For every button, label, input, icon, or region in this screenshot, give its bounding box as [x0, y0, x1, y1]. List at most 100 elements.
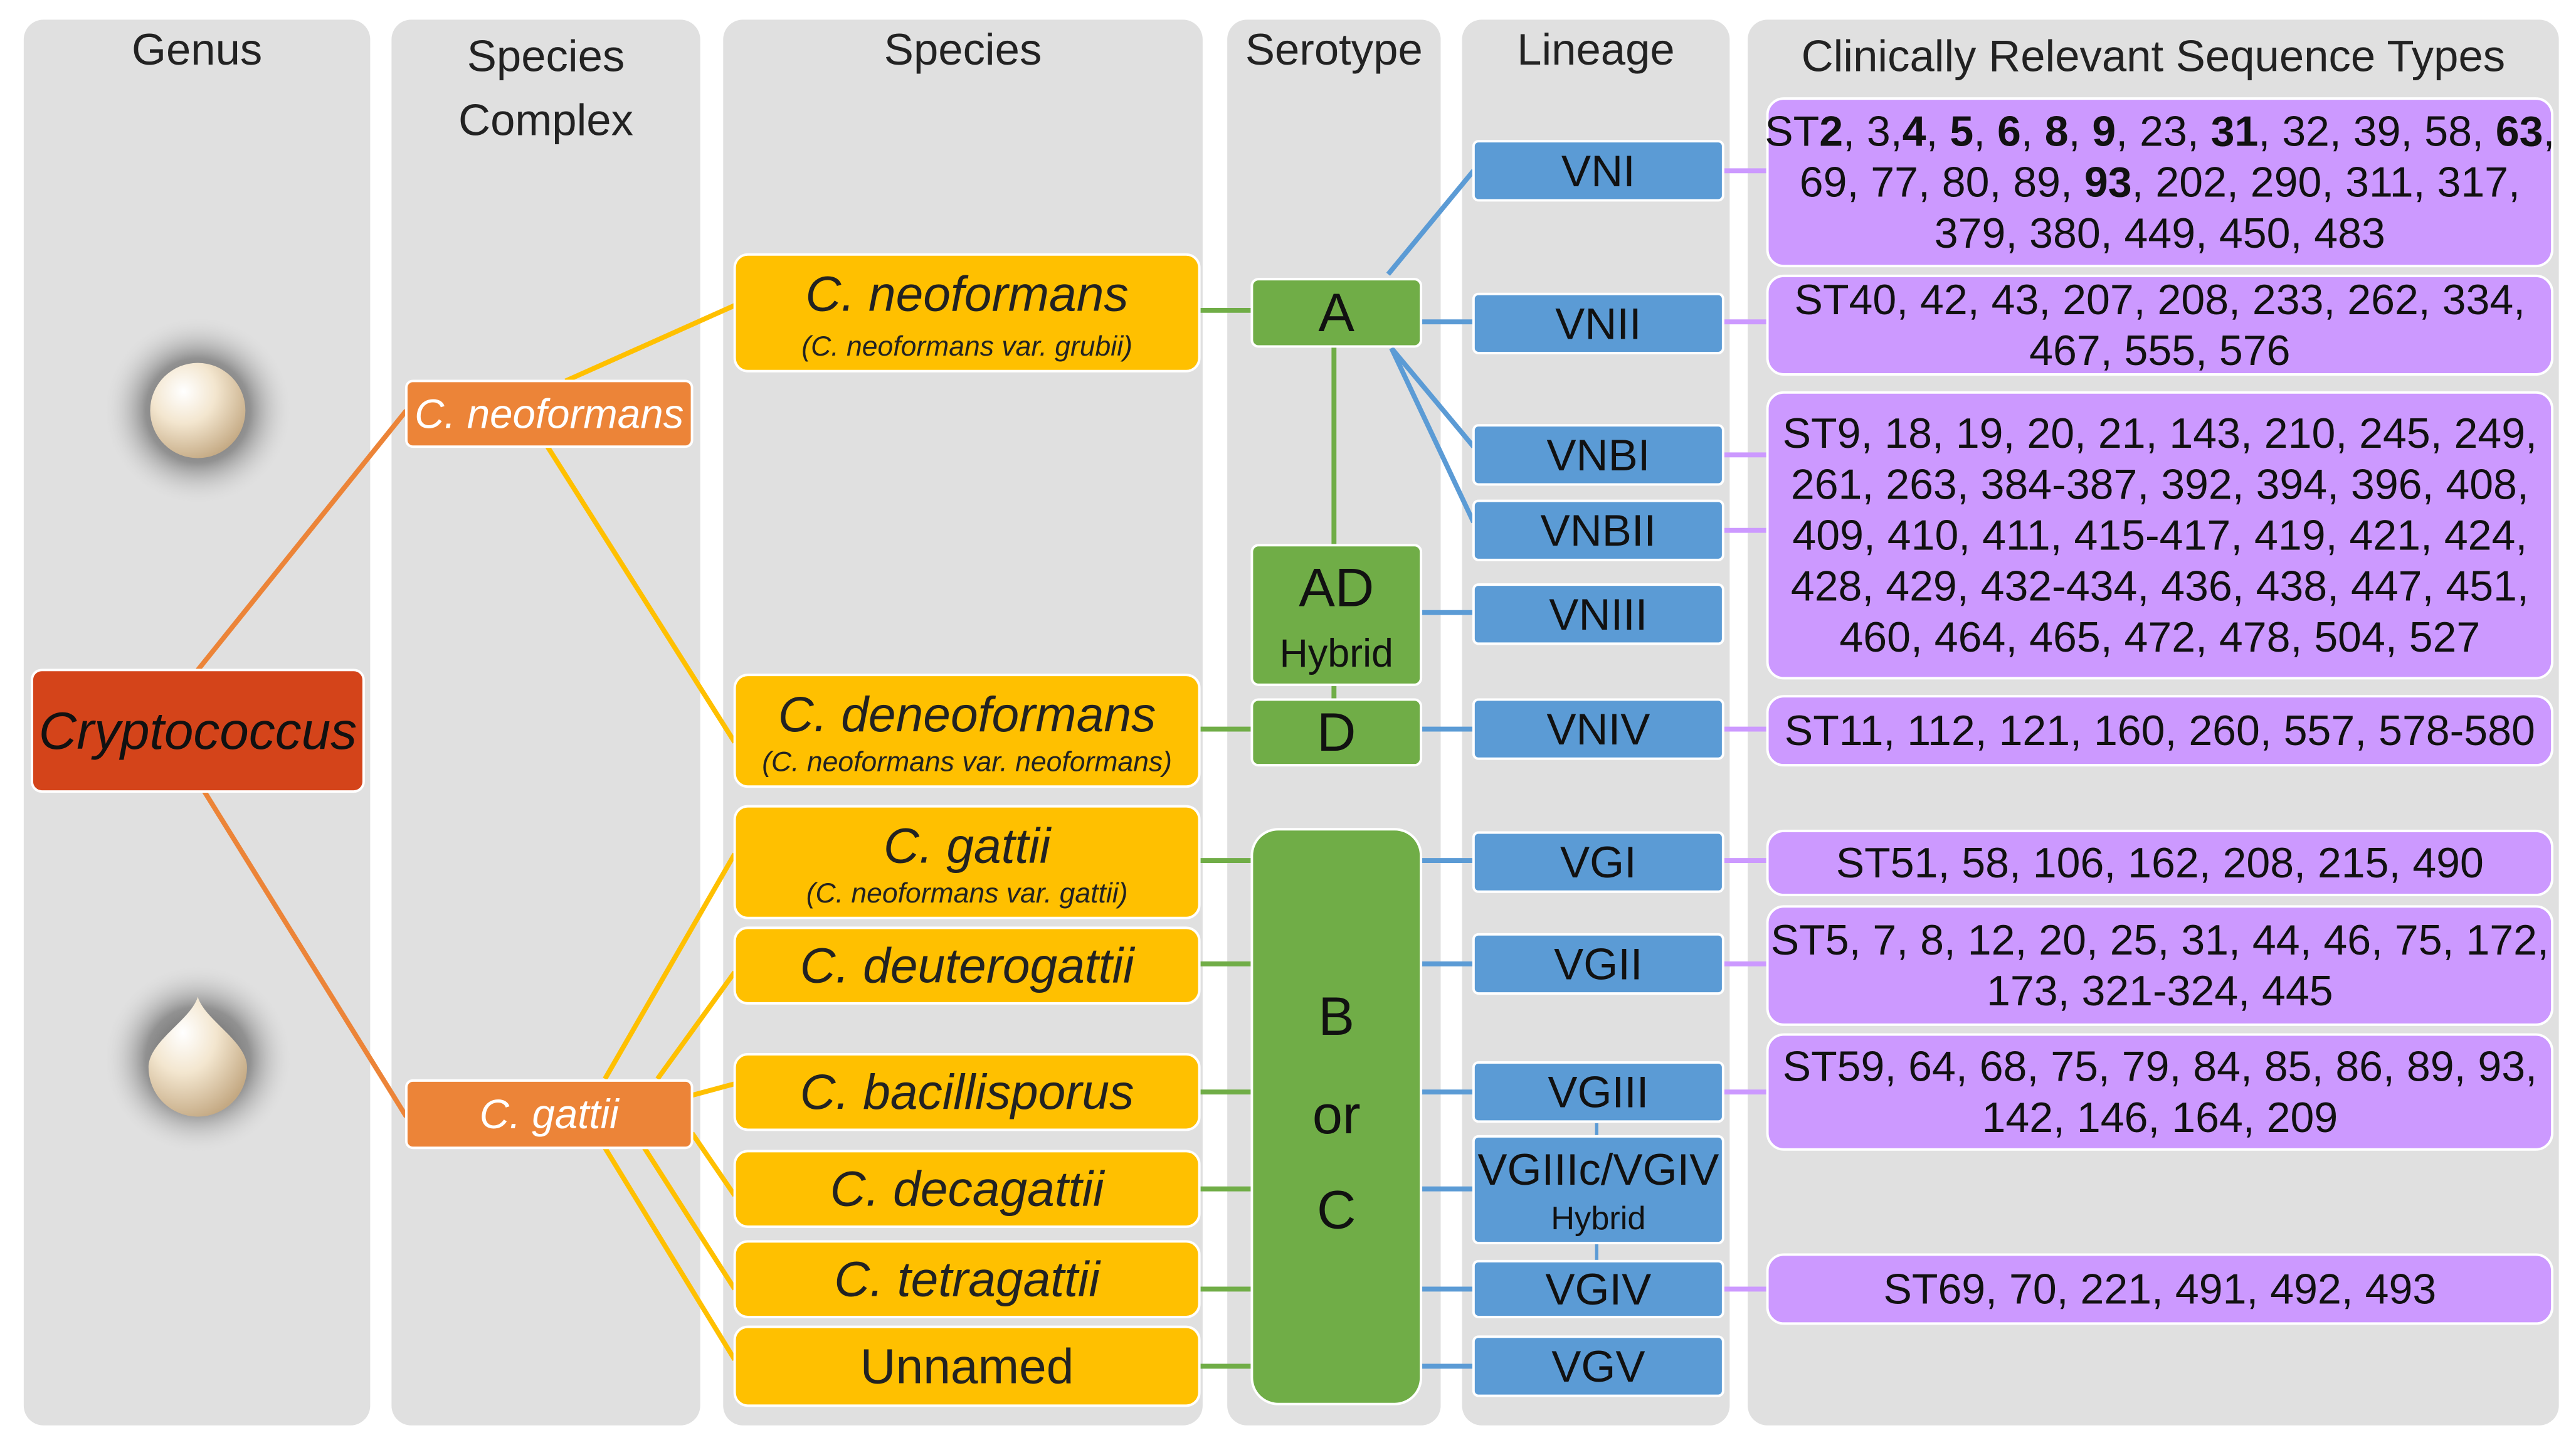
serotype-label: AD [1299, 558, 1374, 618]
sequence-type-line: 142, 146, 164, 209 [1982, 1094, 2338, 1141]
serotype-label: B [1318, 987, 1354, 1047]
connector-complex-species [642, 1146, 737, 1291]
column-header: Genus [132, 24, 262, 74]
species-box [733, 1150, 1201, 1228]
sequence-type-line: 428, 429, 432-434, 436, 438, 447, 451, [1791, 563, 2529, 610]
connector-complex-species [603, 1146, 737, 1362]
connector-complex-species [564, 303, 736, 384]
species-box [733, 1325, 1201, 1407]
serotype-label: or [1312, 1085, 1361, 1145]
species-name: C. neoformans [806, 267, 1129, 322]
connector-serotype-lineage [1386, 169, 1475, 276]
sequence-type-line: ST40, 42, 43, 207, 208, 233, 262, 334, [1795, 276, 2526, 324]
sequence-type-line: 409, 410, 411, 415-417, 419, 421, 424, [1792, 512, 2527, 559]
column-header: Clinically Relevant Sequence Types [1802, 31, 2505, 81]
connector-serotype-lineage [1389, 347, 1476, 524]
sequence-type-line: 69, 77, 80, 89, 93, 202, 290, 311, 317, [1800, 159, 2520, 206]
species-box [733, 805, 1201, 919]
serotype-box [1250, 544, 1423, 686]
sequence-type-box [1766, 1033, 2554, 1151]
lineage-label: VNBII [1541, 505, 1657, 555]
serotype-label: C [1317, 1180, 1356, 1241]
serotype-box [1250, 278, 1423, 348]
lineage-box [1472, 933, 1724, 995]
column-species-complex [391, 19, 700, 1426]
serotype-box [1250, 828, 1423, 1405]
species-complex-box [404, 379, 694, 448]
sequence-type-box [1766, 274, 2554, 376]
species-box [733, 253, 1201, 373]
lineage-box [1472, 831, 1724, 893]
lineage-label: VNBI [1546, 430, 1650, 480]
sequence-type-box [1766, 391, 2554, 680]
sequence-type-line: 467, 555, 576 [2029, 327, 2290, 374]
serotype-label: A [1318, 283, 1354, 343]
species-complex-label: C. gattii [480, 1091, 620, 1137]
lineage-box [1472, 583, 1724, 645]
lineage-label: VGII [1554, 939, 1642, 988]
lineage-box [1472, 1061, 1724, 1123]
lineage-box [1472, 140, 1724, 202]
species-box [733, 674, 1201, 788]
sequence-type-line: ST9, 18, 19, 20, 21, 143, 210, 245, 249, [1783, 410, 2537, 457]
lineage-label: VGIV [1545, 1264, 1651, 1314]
species-name: C. gattii [884, 818, 1052, 873]
species-synonym: (C. neoformans var. neoformans) [762, 746, 1172, 777]
connector-complex-species [690, 1131, 737, 1197]
lineage-label: VNIII [1549, 590, 1647, 639]
sequence-type-box [1766, 695, 2554, 767]
species-box [733, 926, 1201, 1005]
lineage-label: VGIII [1548, 1067, 1649, 1117]
sequence-type-line: ST2, 3,4, 5, 6, 8, 9, 23, 31, 32, 39, 58… [1765, 107, 2555, 155]
species-name: Unnamed [860, 1338, 1074, 1394]
lineage-box [1472, 1259, 1724, 1318]
lineage-label: VNI [1561, 146, 1635, 196]
genus-label: Cryptococcus [39, 701, 357, 760]
species-name: C. deuterogattii [800, 938, 1136, 993]
species-synonym: (C. neoformans var. gattii) [806, 878, 1128, 909]
species-synonym: (C. neoformans var. grubii) [801, 331, 1132, 362]
connector-complex-species [655, 970, 737, 1081]
lineage-label: VNII [1555, 299, 1641, 348]
lineage-box [1472, 424, 1724, 486]
species-box [733, 1053, 1201, 1131]
connector-complex-species [691, 1081, 736, 1098]
lineage-box [1472, 499, 1724, 561]
sequence-type-box [1766, 97, 2554, 268]
column-header: Lineage [1517, 24, 1675, 74]
lineage-box [1472, 292, 1724, 354]
sequence-type-line: ST51, 58, 106, 162, 208, 215, 490 [1836, 839, 2484, 887]
species-complex-label: C. neoformans [414, 391, 684, 437]
species-name: C. tetragattii [834, 1252, 1101, 1307]
connector-serotype-lineage [1389, 346, 1475, 448]
sequence-type-box [1766, 829, 2554, 896]
column-header: Serotype [1245, 24, 1423, 74]
species-name: C. decagattii [830, 1162, 1106, 1217]
sequence-type-line: 460, 464, 465, 472, 478, 504, 527 [1839, 613, 2480, 661]
species-name: C. bacillisporus [800, 1064, 1134, 1119]
sequence-type-box [1766, 1253, 2554, 1325]
lineage-sublabel: Hybrid [1551, 1200, 1645, 1237]
column-header: Complex [458, 95, 633, 145]
column-header: Species [884, 24, 1042, 74]
lineage-label: VGIIIc/VGIV [1477, 1145, 1719, 1194]
lineage-label: VGV [1551, 1342, 1645, 1391]
sequence-type-line: ST69, 70, 221, 491, 492, 493 [1883, 1265, 2436, 1313]
teardrop-yeast-cell-icon [148, 997, 247, 1117]
lineage-box [1472, 1135, 1724, 1245]
sequence-type-line: 173, 321-324, 445 [1987, 967, 2333, 1015]
connector-genus-gattii [202, 790, 409, 1118]
round-yeast-cell-icon [150, 362, 246, 458]
sequence-type-line: ST11, 112, 121, 160, 260, 557, 578-580 [1785, 707, 2535, 754]
lineage-label: VGI [1560, 837, 1637, 887]
species-complex-box [404, 1079, 694, 1150]
connector-complex-species [545, 445, 737, 744]
species-box [733, 1240, 1201, 1318]
column-header: Species [467, 31, 625, 81]
sequence-type-line: ST59, 64, 68, 75, 79, 84, 85, 86, 89, 93… [1783, 1043, 2537, 1091]
species-name: C. deneoformans [778, 687, 1156, 742]
serotype-box [1250, 698, 1423, 767]
connector-genus-neoformans [196, 409, 409, 672]
